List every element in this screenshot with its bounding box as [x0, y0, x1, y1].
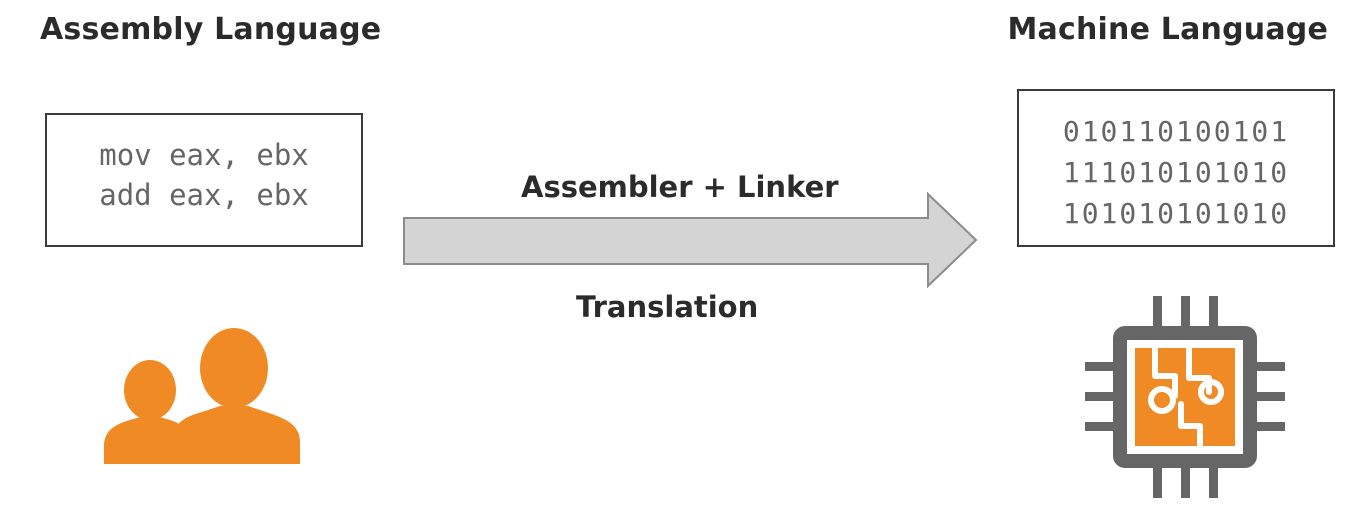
- users-icon: [104, 328, 300, 464]
- machine-code-line: 111010101010: [1062, 156, 1290, 189]
- assembly-language-heading: Assembly Language: [40, 12, 382, 47]
- machine-code-box: 010110100101 111010101010 101010101010: [1017, 89, 1335, 247]
- machine-code-line: 010110100101: [1062, 115, 1290, 148]
- assembler-linker-label: Assembler + Linker: [521, 170, 839, 204]
- machine-language-heading: Machine Language: [1007, 12, 1328, 47]
- assembly-code-line: mov eax, ebx: [99, 138, 309, 172]
- assembly-code-box: mov eax, ebx add eax, ebx: [45, 113, 363, 247]
- machine-code-line: 101010101010: [1062, 197, 1290, 230]
- assembly-code-line: add eax, ebx: [99, 178, 309, 212]
- translation-label: Translation: [576, 290, 759, 324]
- cpu-chip-icon: [1085, 296, 1285, 498]
- translation-arrow: [403, 192, 978, 288]
